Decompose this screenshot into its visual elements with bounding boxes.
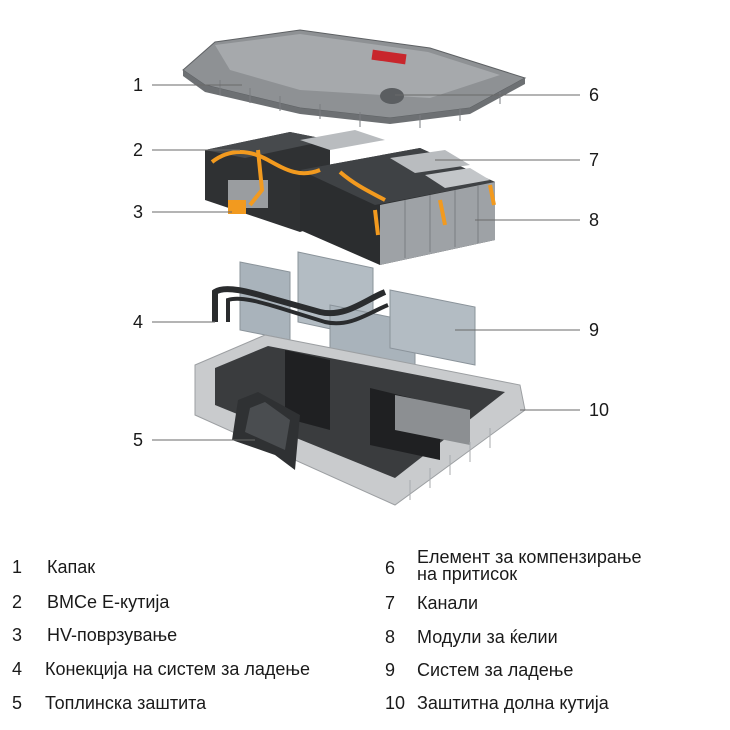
legend-item: 4 Конекција на систем за ладење (12, 660, 372, 680)
legend-item: 5 Топлинска заштита (12, 694, 372, 714)
legend-label: Систем за ладење (417, 660, 574, 680)
legend-number: 4 (12, 659, 23, 679)
leader-lines (152, 84, 580, 441)
callout-number: 7 (589, 150, 600, 170)
legend-label: Топлинска заштита (45, 693, 207, 713)
legend-item: 8 Модули за ќелии (385, 628, 720, 648)
callout-number: 5 (133, 430, 144, 450)
legend-item: 6 Елемент за компензирање на притисок (385, 548, 720, 583)
cell-modules-assembly (205, 130, 496, 265)
legend-label: Елемент за компензирање на притисок (417, 547, 642, 584)
legend-label-line2: на притисок (417, 564, 518, 584)
callout-number: 9 (589, 320, 600, 340)
callout-number: 1 (133, 75, 144, 95)
legend-number: 9 (385, 660, 396, 680)
callout-number: 6 (589, 85, 600, 105)
callout-number: 10 (589, 400, 610, 420)
legend-number: 3 (12, 625, 23, 645)
legend-number: 8 (385, 627, 396, 647)
callout-number: 8 (589, 210, 600, 230)
battery-cover (182, 29, 527, 128)
callout-number: 4 (133, 312, 144, 332)
legend-number: 6 (385, 558, 396, 578)
battery-exploded-view (152, 29, 580, 506)
legend-label: Конекција на систем за ладење (45, 659, 311, 679)
legend-label: BMCe E-кутија (47, 592, 170, 612)
legend-number: 1 (12, 557, 23, 577)
legend-number: 5 (12, 693, 23, 713)
legend-label: HV-поврзување (47, 625, 178, 645)
legend-item: 3 HV-поврзување (12, 626, 372, 646)
legend-label: Модули за ќелии (417, 627, 558, 647)
legend-item: 2 BMCe E-кутија (12, 593, 372, 613)
legend-item: 10 Заштитна долна кутија (385, 694, 720, 714)
legend-number: 7 (385, 593, 396, 613)
legend-item: 7 Канали (385, 594, 720, 614)
legend-number: 2 (12, 592, 23, 612)
legend-item: 9 Систем за ладење (385, 661, 720, 681)
lower-protective-tray (194, 334, 526, 506)
legend-label-line1: Елемент за компензирање (417, 547, 642, 567)
callout-number: 3 (133, 202, 144, 222)
legend-number: 10 (385, 693, 406, 713)
callout-number: 2 (133, 140, 144, 160)
legend-label: Канали (417, 593, 479, 613)
legend-label: Капак (47, 557, 96, 577)
legend-label: Заштитна долна кутија (417, 693, 609, 713)
legend-item: 1 Капак (12, 558, 372, 578)
